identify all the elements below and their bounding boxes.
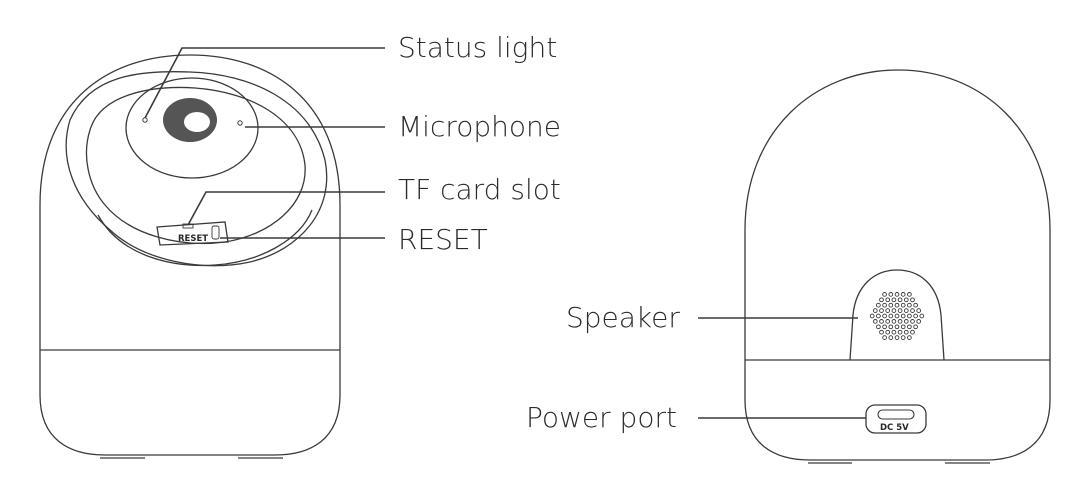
speaker-hole bbox=[876, 313, 881, 319]
speaker-hole bbox=[879, 297, 884, 303]
back-body-outline bbox=[744, 69, 1051, 461]
microphone-label: Microphone bbox=[398, 110, 561, 143]
camera-lens bbox=[163, 98, 217, 142]
speaker-hole bbox=[894, 292, 900, 297]
speaker-hole bbox=[903, 308, 909, 313]
speaker-hole bbox=[903, 329, 909, 335]
speaker-hole bbox=[897, 319, 903, 324]
head-inner-ring bbox=[85, 86, 306, 245]
speaker-hole bbox=[900, 302, 906, 308]
speaker-hole bbox=[888, 313, 894, 319]
speaker-hole bbox=[872, 319, 878, 324]
status-light-label: Status light bbox=[398, 31, 557, 64]
speaker-hole bbox=[882, 302, 887, 308]
speaker-hole bbox=[891, 319, 897, 324]
speaker-hole bbox=[885, 308, 891, 313]
speaker-hole bbox=[879, 319, 884, 324]
speaker-hole bbox=[907, 313, 912, 319]
speaker-hole bbox=[885, 319, 891, 324]
speaker-hole bbox=[910, 329, 915, 335]
front-view-camera: RESET bbox=[39, 54, 341, 459]
speaker-hole bbox=[882, 313, 887, 319]
speaker-hole bbox=[891, 308, 897, 313]
speaker-hole bbox=[894, 313, 900, 319]
speaker-hole bbox=[879, 329, 884, 335]
speaker-hole bbox=[907, 324, 912, 330]
speaker-grille bbox=[869, 292, 925, 340]
reset-marking: RESET bbox=[178, 234, 208, 244]
speaker-hole bbox=[894, 335, 900, 340]
speaker-hole bbox=[885, 329, 891, 335]
speaker-hole bbox=[894, 324, 900, 330]
head-lower-bowl bbox=[97, 209, 313, 267]
speaker-label: Speaker bbox=[566, 301, 680, 334]
back-view-camera: DC 5V bbox=[744, 69, 1051, 464]
speaker-hole bbox=[913, 324, 918, 330]
tf-reset-panel: RESET bbox=[156, 221, 229, 246]
speaker-hole bbox=[882, 292, 887, 297]
speaker-hole bbox=[910, 297, 915, 303]
speaker-hole bbox=[872, 308, 878, 313]
reset-label: RESET bbox=[398, 223, 488, 256]
front-callout-lines bbox=[144, 47, 385, 239]
speaker-hole bbox=[900, 292, 906, 297]
power-port: DC 5V bbox=[865, 404, 927, 434]
speaker-hole bbox=[913, 302, 918, 308]
lens-face-plate bbox=[125, 77, 259, 179]
speaker-hole bbox=[903, 297, 909, 303]
speaker-hole bbox=[876, 302, 881, 308]
tf-card-leader bbox=[187, 191, 385, 226]
tf-card-slot-label: TF card slot bbox=[398, 173, 561, 206]
power-marking: DC 5V bbox=[880, 423, 909, 433]
status-light-dot bbox=[142, 117, 148, 123]
speaker-hole bbox=[897, 308, 903, 313]
speaker-hole bbox=[897, 297, 903, 303]
speaker-hole bbox=[919, 313, 925, 319]
speaker-hole bbox=[882, 335, 887, 340]
speaker-hole bbox=[891, 297, 897, 303]
speaker-hole bbox=[903, 319, 909, 324]
speaker-hole bbox=[888, 302, 894, 308]
speaker-hole bbox=[876, 324, 881, 330]
power-port-label: Power port bbox=[526, 401, 677, 434]
speaker-hole bbox=[900, 335, 906, 340]
speaker-hole bbox=[916, 319, 922, 324]
speaker-hole bbox=[916, 308, 922, 313]
speaker-hole bbox=[913, 313, 918, 319]
speaker-hole bbox=[888, 324, 894, 330]
speaker-hole bbox=[897, 329, 903, 335]
speaker-hole bbox=[907, 302, 912, 308]
speaker-hole bbox=[882, 324, 887, 330]
speaker-hole bbox=[894, 302, 900, 308]
microphone-dot bbox=[237, 120, 243, 126]
speaker-hole bbox=[888, 335, 894, 340]
speaker-hole bbox=[910, 319, 915, 324]
speaker-housing bbox=[849, 269, 945, 361]
status-light-leader bbox=[144, 47, 385, 119]
speaker-hole bbox=[900, 313, 906, 319]
speaker-hole bbox=[907, 335, 912, 340]
speaker-hole bbox=[879, 308, 884, 313]
speaker-hole bbox=[885, 297, 891, 303]
speaker-hole bbox=[900, 324, 906, 330]
speaker-hole bbox=[869, 313, 875, 319]
speaker-hole bbox=[888, 292, 894, 297]
speaker-hole bbox=[891, 329, 897, 335]
speaker-hole bbox=[907, 292, 912, 297]
front-body-outline bbox=[39, 54, 341, 456]
speaker-hole bbox=[910, 308, 915, 313]
